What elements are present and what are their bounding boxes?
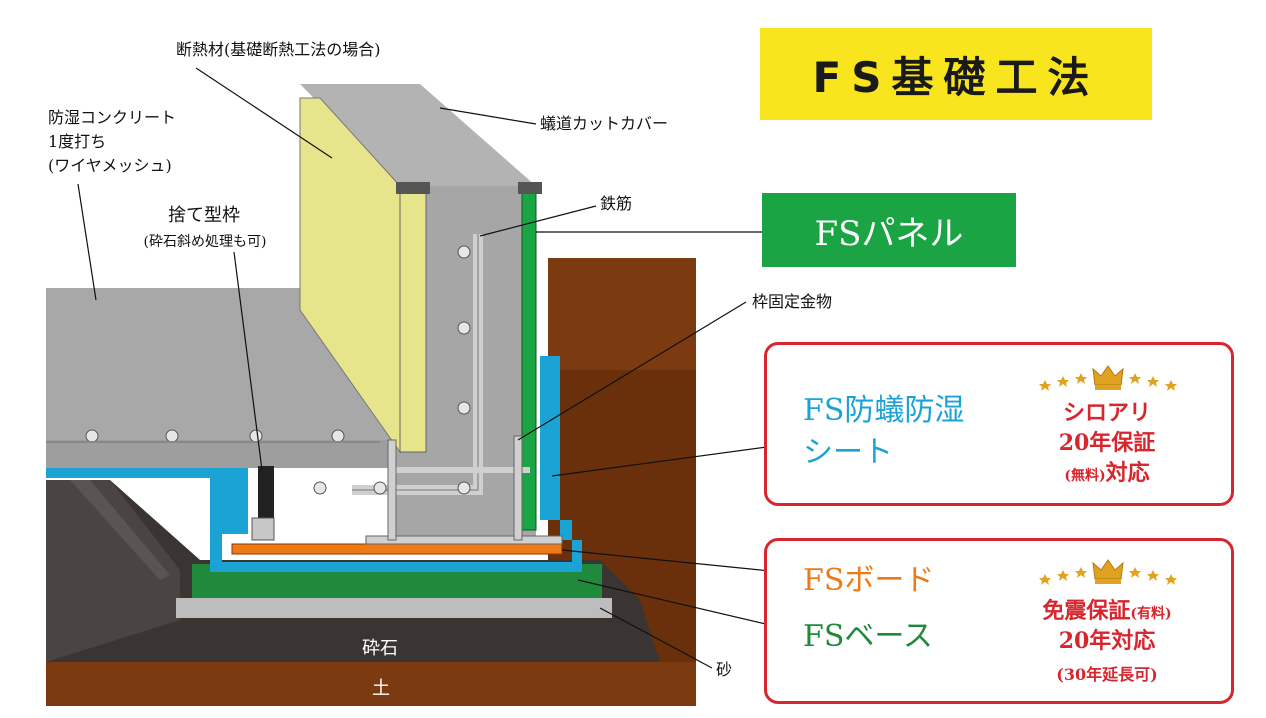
rebar-dot xyxy=(457,401,471,415)
star-icon xyxy=(1165,380,1177,391)
star-icon xyxy=(1057,376,1069,387)
rebar-dot xyxy=(313,481,327,495)
star-icon xyxy=(1129,373,1141,384)
cover-cap-right xyxy=(518,182,542,194)
insulation-label: 断熱材(基礎断熱工法の場合) xyxy=(176,40,381,59)
concrete-label-1: 防湿コンクリート xyxy=(48,108,177,127)
leader-rebar xyxy=(479,205,597,237)
leader-cover xyxy=(439,107,537,125)
sheet-heading-1: FS防蟻防湿 xyxy=(803,393,965,428)
leader-base xyxy=(577,579,801,633)
fs-board xyxy=(231,543,563,555)
frame-fixture-label: 枠固定金物 xyxy=(752,292,833,311)
seismic-badge-3: (30年延長可) xyxy=(1056,665,1158,684)
termite-badge-tail: 対応 xyxy=(1105,460,1150,486)
leader-formwork xyxy=(233,251,263,471)
rebar-dot xyxy=(331,429,345,443)
star-icon xyxy=(1147,570,1159,581)
sheet-heading-2: シート xyxy=(803,435,893,470)
leader-board xyxy=(561,549,801,575)
termite-cover-label: 蟻道カットカバー xyxy=(540,114,669,133)
star-icon xyxy=(1129,567,1141,578)
soil-front xyxy=(46,662,696,706)
seismic-badge-paid: (有料) xyxy=(1130,606,1172,622)
concrete-label-3: (ワイヤメッシュ) xyxy=(48,156,172,175)
star-icon xyxy=(1165,574,1177,585)
fixture-post xyxy=(513,435,523,541)
formwork-note: (砕石斜め処理も可) xyxy=(143,234,267,250)
fixture-plate xyxy=(365,535,563,545)
insulation-front xyxy=(399,189,427,453)
leader-concrete xyxy=(77,183,97,301)
fs-base-label: FSベース xyxy=(803,619,933,654)
concrete-label-2: 1度打ち xyxy=(48,132,107,151)
sheet-card: FS防蟻防湿 シート シロアリ 20年保証 (無料)対応 xyxy=(764,342,1234,506)
fs-panel xyxy=(521,189,537,531)
seismic-badge-main: 免震保証 xyxy=(1042,598,1131,624)
star-icon xyxy=(1075,373,1087,384)
wall-top xyxy=(300,84,536,186)
leader-sheet xyxy=(551,441,805,477)
formwork-strip xyxy=(258,466,274,522)
star-icon xyxy=(1147,376,1159,387)
rebar-dot xyxy=(457,321,471,335)
termite-badge-free: (無料) xyxy=(1064,468,1106,484)
formwork-label: 捨て型枠 xyxy=(168,205,240,226)
soil-label: 土 xyxy=(372,678,390,699)
gravel-left-slope xyxy=(46,480,180,662)
fs-board-label: FSボード xyxy=(803,563,935,598)
formwork-post xyxy=(251,517,275,541)
rebar-dot xyxy=(457,245,471,259)
termite-badge-3: (無料)対応 xyxy=(1019,459,1195,490)
seismic-badge-1: 免震保証(有料) xyxy=(1019,597,1195,628)
rebar-label: 鉄筋 xyxy=(600,194,633,213)
rebar-dot xyxy=(249,429,263,443)
star-icon xyxy=(1075,567,1087,578)
sand-layer xyxy=(176,598,612,618)
cover-cap-left xyxy=(396,182,430,194)
leader-insulation xyxy=(195,67,333,159)
star-icon xyxy=(1039,380,1051,391)
sand-label: 砂 xyxy=(716,660,733,679)
rebar-dot xyxy=(165,429,179,443)
termite-badge-1: シロアリ xyxy=(1062,400,1151,426)
rebar-dot xyxy=(85,429,99,443)
fixture-post xyxy=(387,439,397,541)
fs-panel-label: FSパネル xyxy=(814,213,964,254)
leader-fixture xyxy=(517,301,747,441)
gravel-label: 砕石 xyxy=(362,638,398,659)
leader-sand xyxy=(599,607,713,669)
gravel-stripes xyxy=(70,480,170,580)
termite-badge-2: 20年保証 xyxy=(1058,430,1156,456)
fs-panel-box: FSパネル xyxy=(762,193,1016,267)
seismic-badge-2: 20年対応 xyxy=(1058,628,1156,654)
base-card: FSボード FSベース 免震保証(有料) 20年対応 (30年延長可) xyxy=(764,538,1234,704)
rebar-dot xyxy=(457,481,471,495)
crown-icon xyxy=(1039,365,1177,391)
crown-icon xyxy=(1039,559,1177,585)
rebar-dot xyxy=(373,481,387,495)
page-title: FS基礎工法 xyxy=(812,52,1100,102)
star-icon xyxy=(1057,570,1069,581)
title-box: FS基礎工法 xyxy=(760,28,1152,120)
star-icon xyxy=(1039,574,1051,585)
